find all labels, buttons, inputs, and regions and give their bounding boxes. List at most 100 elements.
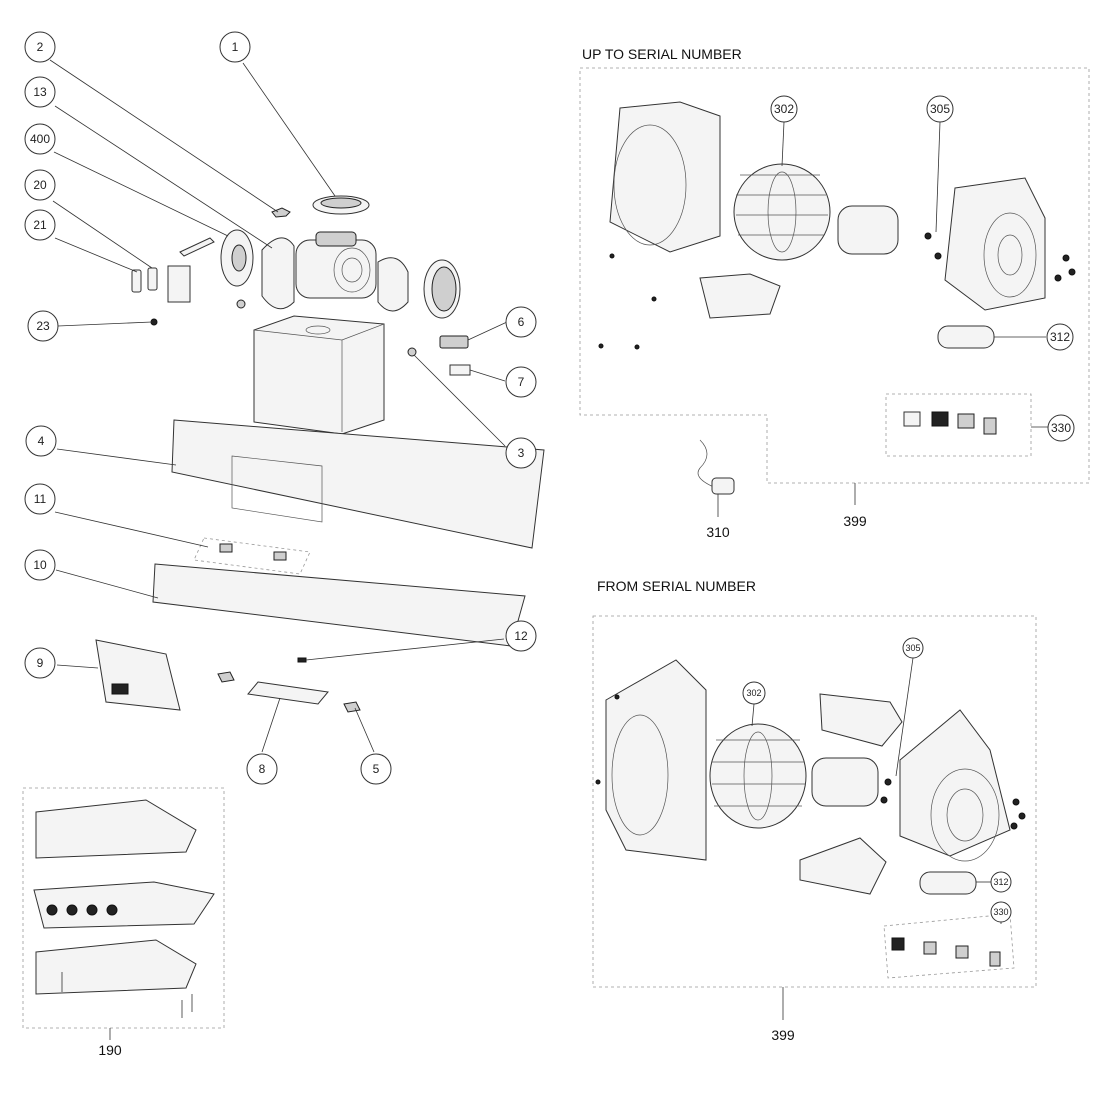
callout-c7: 7 <box>505 366 537 398</box>
main-hood-assembly <box>95 195 545 713</box>
callout-circle <box>219 31 251 63</box>
part-control-panel <box>247 681 329 705</box>
caption-up-to-serial: UP TO SERIAL NUMBER <box>582 46 742 62</box>
callout-f330: 330 <box>990 901 1012 923</box>
callout-c12: 12 <box>505 620 537 652</box>
callout-c5: 5 <box>360 753 392 785</box>
callout-circle <box>902 637 924 659</box>
callout-label: 13 <box>33 85 47 99</box>
callout-label: 20 <box>33 178 47 192</box>
part-control-block <box>167 265 191 303</box>
callout-label: 7 <box>518 375 525 389</box>
part-motor-blower <box>295 231 377 299</box>
callout-label: 6 <box>518 315 525 329</box>
callout-label: 21 <box>33 218 47 232</box>
callout-circle <box>926 95 954 123</box>
callout-leaders <box>49 59 508 753</box>
part-grease-filter <box>95 639 181 711</box>
callout-c23: 23 <box>27 310 59 342</box>
callout-circle <box>27 310 59 342</box>
part-capacitors <box>131 267 158 293</box>
callout-circle <box>1046 323 1074 351</box>
part-grommet <box>236 299 246 309</box>
callout-c4: 4 <box>25 425 57 457</box>
callout-label: 12 <box>514 629 528 643</box>
callout-c6: 6 <box>505 306 537 338</box>
callout-c1: 1 <box>219 31 251 63</box>
callout-label: 10 <box>33 558 47 572</box>
callout-circle <box>742 681 766 705</box>
callout-label: 1 <box>232 40 239 54</box>
callout-label: 305 <box>905 643 920 653</box>
callout-label: 8 <box>259 762 266 776</box>
part-led <box>297 657 307 663</box>
callout-label: 312 <box>993 877 1008 887</box>
caption-kit-399-lower: 399 <box>771 1027 795 1043</box>
callout-u312: 312 <box>1046 323 1074 351</box>
callout-circle <box>990 871 1012 893</box>
callout-label: 9 <box>37 656 44 670</box>
kit-190-box <box>22 787 225 1040</box>
callout-f305: 305 <box>902 637 924 659</box>
part-rear-shroud <box>377 257 409 312</box>
callout-u302: 302 <box>770 95 798 123</box>
callout-c20: 20 <box>24 169 56 201</box>
callout-circle <box>24 209 56 241</box>
callout-c2: 2 <box>24 31 56 63</box>
callout-circle <box>770 95 798 123</box>
callout-c8: 8 <box>246 753 278 785</box>
callout-circle <box>24 549 56 581</box>
callout-label: 330 <box>993 907 1008 917</box>
callout-circle <box>24 31 56 63</box>
caption-kit-190: 190 <box>98 1042 122 1058</box>
part-switch <box>439 335 469 349</box>
callout-circle <box>24 123 56 155</box>
callout-c10: 10 <box>24 549 56 581</box>
callout-c13: 13 <box>24 76 56 108</box>
callout-circle <box>360 753 392 785</box>
callout-label: 302 <box>746 688 761 698</box>
lower-capacitor <box>919 871 977 895</box>
callout-circle <box>246 753 278 785</box>
callout-circle <box>1047 414 1075 442</box>
callout-label: 11 <box>34 492 47 506</box>
lower-impeller <box>709 723 807 829</box>
upper-right-housing <box>944 177 1046 311</box>
part-hood-housing <box>253 315 385 435</box>
callout-u330: 330 <box>1047 414 1075 442</box>
callout-circle <box>505 437 537 469</box>
callout-label: 5 <box>373 762 380 776</box>
callout-c9: 9 <box>24 647 56 679</box>
part-knob-right <box>343 701 361 713</box>
part-bracket <box>179 237 215 257</box>
callout-circle <box>24 647 56 679</box>
part-hinge-set <box>193 537 311 575</box>
part-knob-left <box>217 671 235 683</box>
part-front-panel <box>152 563 526 647</box>
caption-kit-310: 310 <box>706 524 730 540</box>
callout-circle <box>24 76 56 108</box>
part-carbon-filter <box>423 259 461 319</box>
callout-circle <box>505 306 537 338</box>
upper-impeller <box>733 163 831 261</box>
callout-u305: 305 <box>926 95 954 123</box>
callout-f312: 312 <box>990 871 1012 893</box>
part-nut <box>407 347 417 357</box>
callout-label: 305 <box>930 102 950 116</box>
lower-right-housing <box>899 709 1011 862</box>
callout-label: 330 <box>1051 421 1071 435</box>
callout-label: 302 <box>774 102 794 116</box>
part-clip <box>271 207 291 218</box>
callout-c3: 3 <box>505 437 537 469</box>
callout-label: 2 <box>37 40 44 54</box>
callout-circle <box>25 425 57 457</box>
upper-motor <box>837 205 899 255</box>
part-filter-ring <box>220 229 254 287</box>
callout-circle <box>24 483 56 515</box>
lower-motor <box>811 757 879 807</box>
callout-circle <box>24 169 56 201</box>
callout-circle <box>505 366 537 398</box>
callout-c400: 400 <box>24 123 56 155</box>
part-front-shroud <box>261 237 295 310</box>
